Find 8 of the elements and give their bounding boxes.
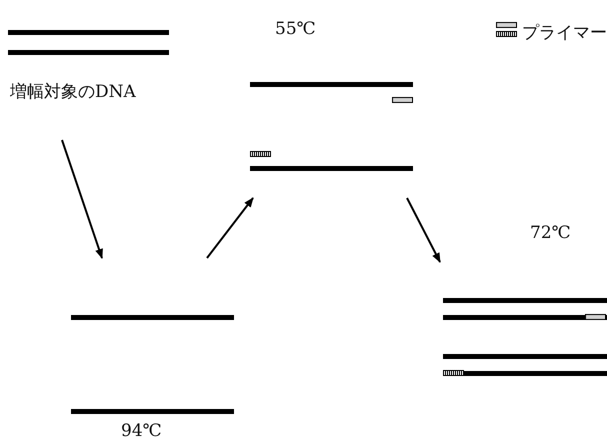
arrow	[206, 197, 254, 259]
node-label: 55℃	[275, 19, 316, 39]
legend-label: プライマー	[522, 22, 607, 44]
arrow	[61, 140, 103, 259]
node-label: 増幅対象のDNA	[10, 81, 136, 103]
arrow	[406, 198, 441, 263]
node-label: 72℃	[530, 223, 571, 243]
node-label: 94℃	[121, 421, 162, 441]
